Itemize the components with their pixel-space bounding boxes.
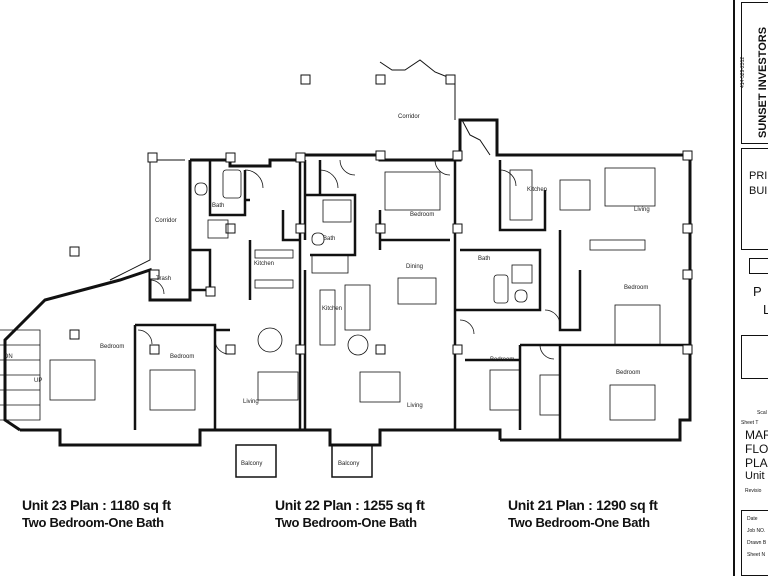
stair [0, 329, 41, 421]
north-arrow-box [741, 335, 768, 379]
sheet-title-label: Sheet T [741, 420, 759, 426]
unit-23-plan: Unit 23 Plan : 1180 sq ft [22, 497, 171, 513]
interior-walls [133, 160, 690, 440]
unit-22-caption: Unit 22 Plan : 1255 sq ft Two Bedroom-On… [275, 496, 425, 532]
drawing-frag-l: L [763, 302, 768, 317]
sheet-no-label: Sheet N [747, 552, 766, 558]
label-living-22: Living [407, 403, 423, 409]
label-living-21: Living [634, 207, 650, 213]
floor-plan-drawing: Corridor Corridor Trash Bath Kitchen Bed… [0, 59, 693, 478]
unit-22-plan: Unit 22 Plan : 1255 sq ft [275, 497, 425, 513]
label-bedroom-23a: Bedroom [100, 344, 124, 350]
drawn-by-label: Drawn B [747, 540, 767, 546]
label-balcony-23: Balcony [241, 461, 262, 467]
sheet-title-flo: FLO [745, 442, 768, 456]
furniture [49, 167, 661, 421]
label-kitchen-22: Kitchen [322, 306, 342, 312]
exterior-walls [3, 118, 692, 447]
room-labels: Corridor Corridor Trash Bath Kitchen Bed… [4, 114, 650, 467]
label-bedroom-23b: Bedroom [170, 354, 194, 360]
unit-21-plan: Unit 21 Plan : 1290 sq ft [508, 497, 658, 513]
label-balcony-22: Balcony [338, 461, 359, 467]
firm-box [741, 2, 768, 144]
sheet-title-unit: Unit [745, 470, 765, 482]
label-corridor-top: Corridor [398, 114, 420, 120]
fixtures [194, 169, 591, 346]
label-living-23: Living [243, 399, 259, 405]
firm-phone: 414-529-2312 [740, 56, 746, 88]
unit-21-type: Two Bedroom-One Bath [508, 515, 650, 530]
sheet-title-pla: PLA [745, 456, 768, 470]
label-bedroom-22: Bedroom [410, 212, 434, 218]
label-bath-21: Bath [478, 256, 490, 262]
door-swings [137, 159, 561, 360]
unit-23-caption: Unit 23 Plan : 1180 sq ft Two Bedroom-On… [22, 496, 171, 532]
unit-22-type: Two Bedroom-One Bath [275, 515, 417, 530]
project-box [741, 148, 768, 250]
logo-box [749, 258, 768, 274]
structural-columns [69, 74, 693, 355]
label-stair-up: UP [34, 378, 42, 384]
unit-23-type: Two Bedroom-One Bath [22, 515, 164, 530]
label-corridor-left: Corridor [155, 218, 177, 224]
firm-name: SUNSET INVESTORS [757, 26, 768, 138]
sheet-title-mar: MAR [745, 428, 768, 442]
label-bedroom-21b: Bedroom [490, 357, 514, 363]
date-label: Date [747, 516, 758, 522]
scale-label: Scal [757, 410, 767, 416]
corridor-outline [109, 59, 491, 281]
drawing-frag-p: P [753, 284, 762, 299]
balconies [235, 444, 373, 478]
label-bedroom-21c: Bedroom [616, 370, 640, 376]
label-kitchen-21: Kitchen [527, 187, 547, 193]
label-bath-22: Bath [323, 236, 335, 242]
revisions-label: Revisio [745, 488, 762, 494]
job-no-label: Job NO. [747, 528, 766, 534]
label-stair-dn: DN [4, 354, 13, 360]
label-dining-22: Dining [406, 264, 423, 270]
project-frag-pri: PRI [749, 170, 768, 182]
label-kitchen-23: Kitchen [254, 261, 274, 267]
label-trash: Trash [156, 276, 171, 282]
label-bedroom-21a: Bedroom [624, 285, 648, 291]
unit-21-caption: Unit 21 Plan : 1290 sq ft Two Bedroom-On… [508, 496, 658, 532]
title-block: SUNSET INVESTORS 414-529-2312 PRI BUI P … [733, 0, 768, 576]
project-frag-bui: BUI [749, 185, 768, 197]
label-bath-23: Bath [212, 203, 224, 209]
